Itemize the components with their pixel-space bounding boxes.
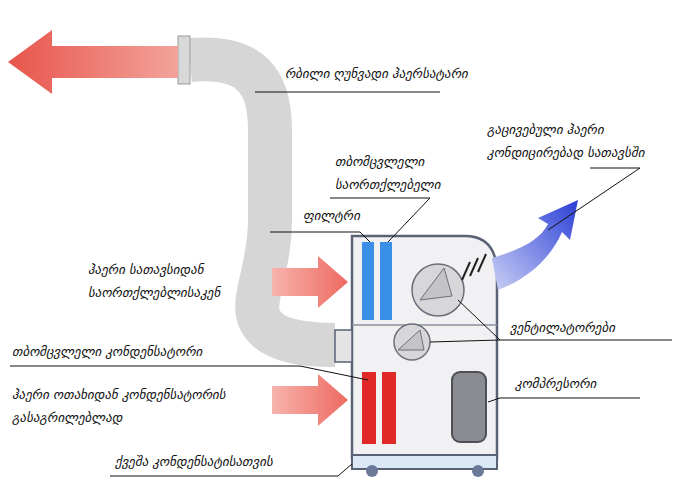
unit-housing xyxy=(352,236,497,458)
part-label: რბილი ღუნვადი ჰაერსატარი xyxy=(285,62,545,85)
duct xyxy=(190,59,335,345)
condenser xyxy=(362,372,376,444)
part-label: ვენტილატორები xyxy=(510,316,690,339)
part-label: ჰაერი ოთახიდან კონდენსატორის გასაგრილებლ… xyxy=(12,383,267,429)
wheel xyxy=(366,465,378,477)
part-label: გაცივებული ჰაერი კონდიცირებად სათავსში xyxy=(487,118,687,164)
part-label: თბომცვლელი კონდენსატორი xyxy=(12,340,272,363)
compressor xyxy=(452,372,486,442)
part-label: თბომცვლელი საორთქლებელი xyxy=(335,150,485,196)
intake-arrow xyxy=(272,256,348,308)
evaporator xyxy=(362,242,374,320)
part-label: ჰაერი სათავსიდან საორთქლებლისაკენ xyxy=(88,258,268,304)
hot-air-arrow xyxy=(8,30,178,94)
cold-air-arrow xyxy=(492,200,578,290)
part-label: კომპრესორი xyxy=(515,372,665,395)
fan xyxy=(412,264,464,316)
intake-arrow xyxy=(272,374,348,426)
wheel xyxy=(472,465,484,477)
fan xyxy=(394,324,430,360)
duct-cap xyxy=(178,36,190,84)
part-label: ქვეშა კონდენსატისათვის xyxy=(115,450,355,473)
condenser xyxy=(382,372,396,444)
part-label: ფილტრი xyxy=(303,204,413,227)
evaporator xyxy=(380,242,392,320)
